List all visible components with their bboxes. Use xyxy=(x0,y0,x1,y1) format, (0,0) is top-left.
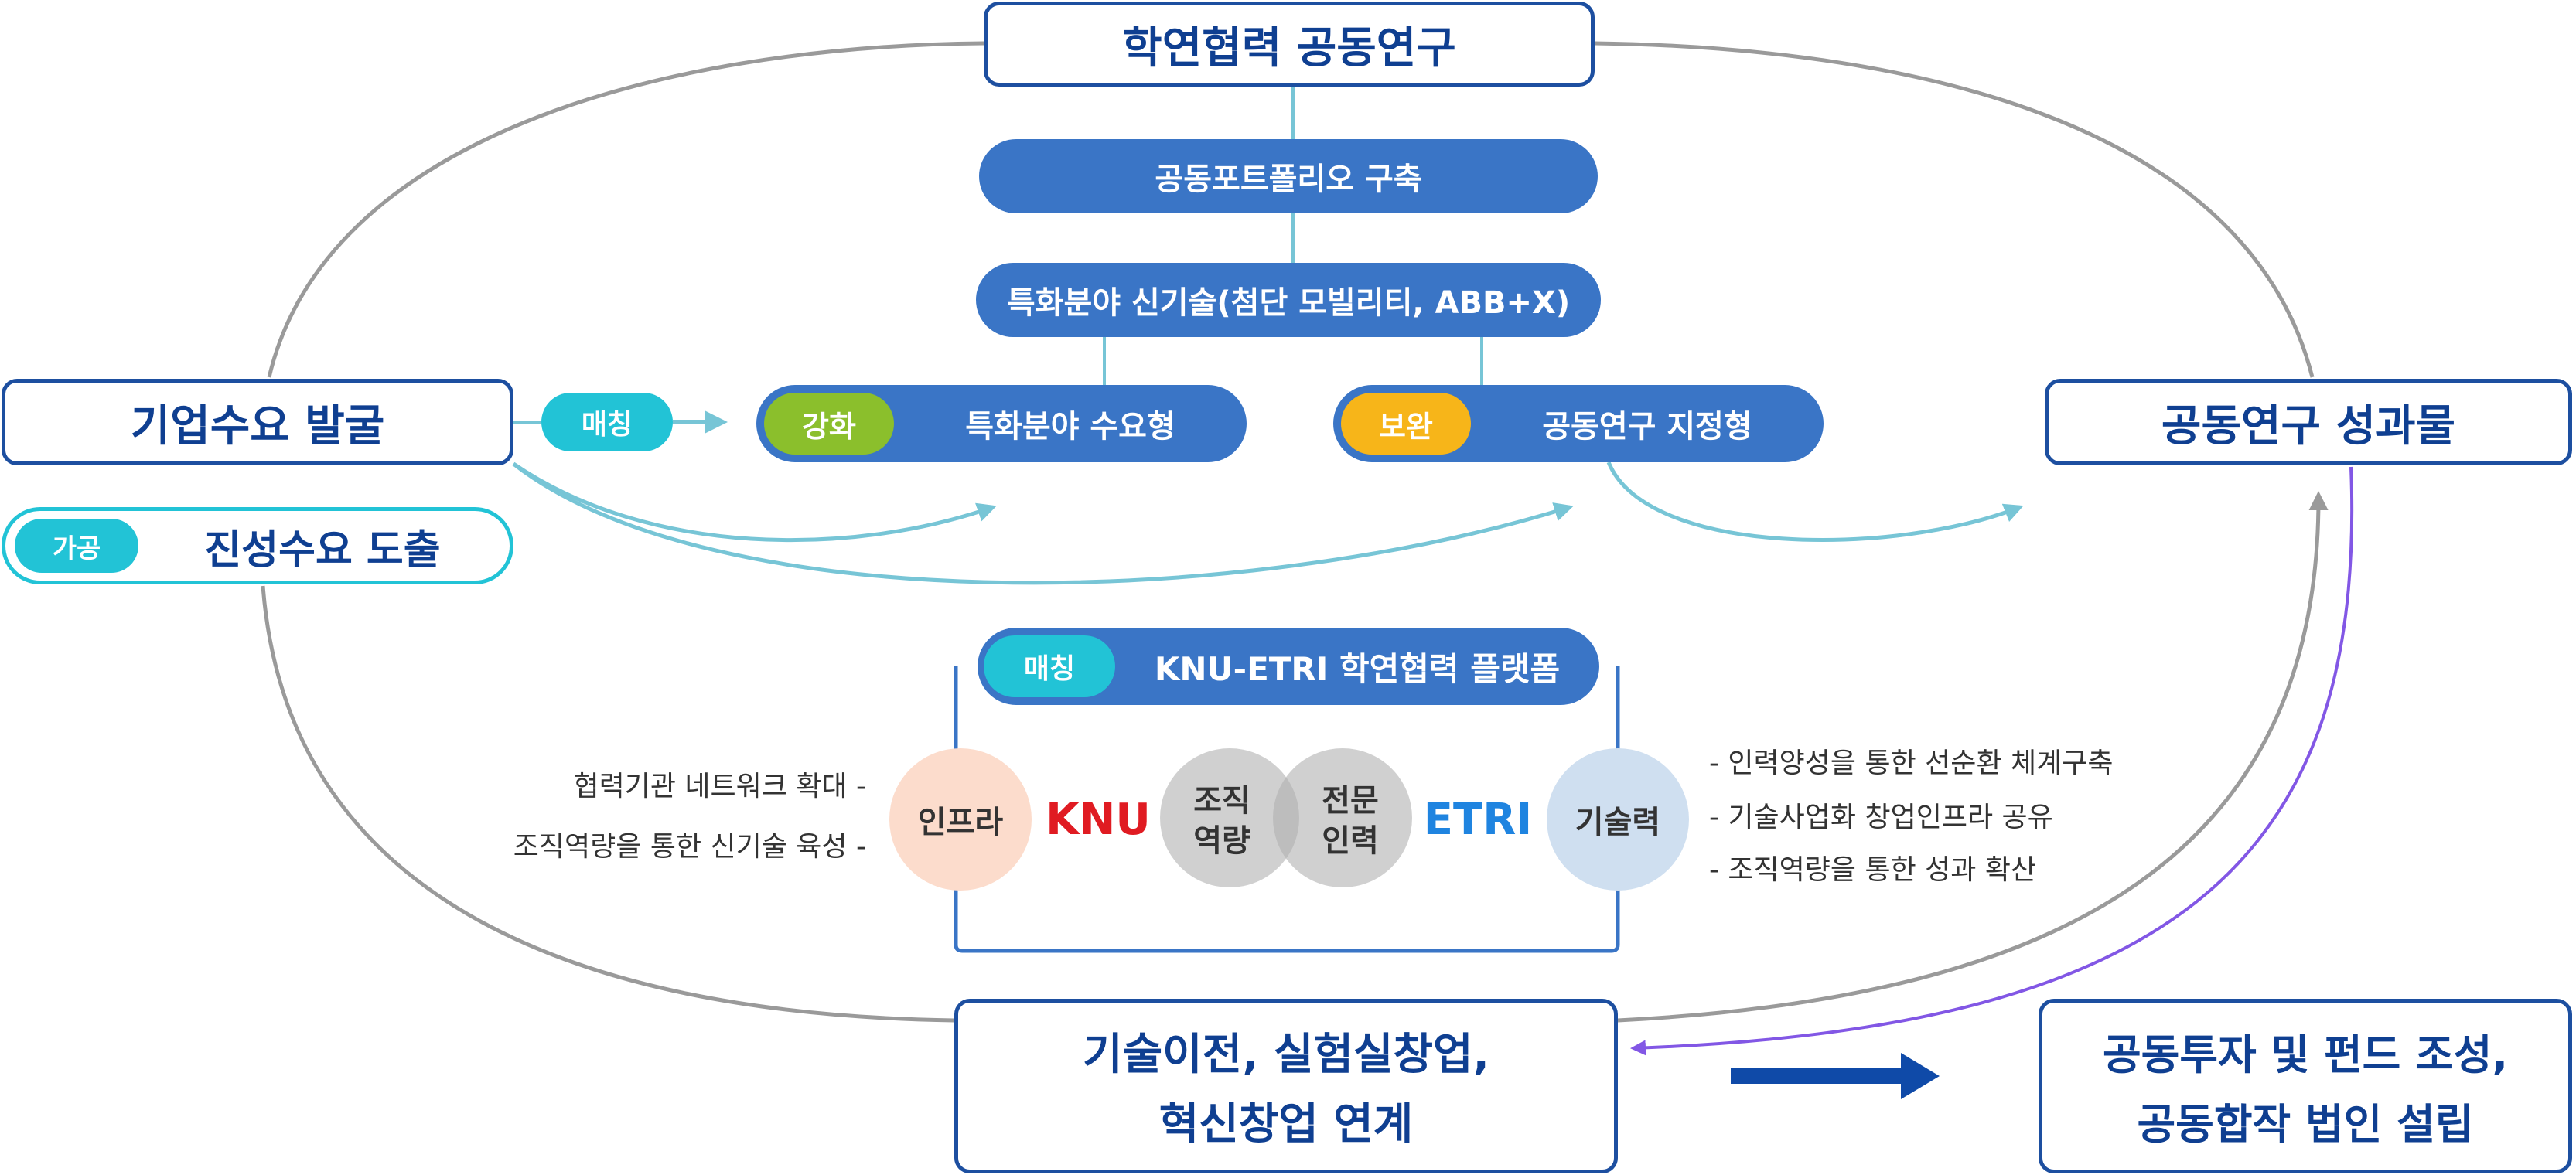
tech-label: 기술력 xyxy=(1575,805,1661,840)
right-box-research-outcome: 공동연구 성과물 xyxy=(2045,379,2572,465)
reinforce-tag: 강화 xyxy=(764,393,894,455)
platform-header-pill: 매칭 KNU-ETRI 학연협력 플랫폼 xyxy=(978,628,1599,705)
reinforce-label-wrap: 특화분야 수요형 xyxy=(900,385,1240,462)
platform-match-tag-label: 매칭 xyxy=(1023,653,1076,685)
left-box-demand-discovery: 기업수요 발굴 xyxy=(2,379,513,465)
etri-label-wrap: ETRI xyxy=(1420,788,1536,850)
platform-note-left-2-wrap: 조직역량을 통한 신기술 육성 - xyxy=(418,833,866,864)
specialized-label: 특화분야 신기술(첨단 모빌리티, ABB+X) xyxy=(1006,285,1571,321)
reinforce-label: 특화분야 수요형 xyxy=(965,409,1175,444)
knu-label: KNU xyxy=(1046,794,1151,845)
joint-investment-line1: 공동투자 및 펀드 조성, xyxy=(2102,1030,2509,1079)
org-line1-wrap: 조직 xyxy=(1160,778,1284,819)
expert-line2: 인력 xyxy=(1322,823,1379,859)
tech-transfer-line1-wrap: 기술이전, 실험실창업, xyxy=(958,1020,1614,1081)
left-box-label: 기업수요 발굴 xyxy=(130,400,385,451)
org-line2: 역량 xyxy=(1193,823,1250,859)
navy-arrow xyxy=(1731,1053,1940,1099)
expert-line1: 전문 xyxy=(1322,783,1379,819)
match-tag-label: 매칭 xyxy=(581,409,633,441)
portfolio-label: 공동포트폴리오 구축 xyxy=(1155,162,1422,197)
genuine-demand-label-wrap: 진성수요 도출 xyxy=(152,511,493,581)
right-box-label: 공동연구 성과물 xyxy=(2161,400,2456,451)
tech-transfer-line1: 기술이전, 실험실창업, xyxy=(1083,1029,1489,1080)
platform-note-left-2: 조직역량을 통한 신기술 육성 - xyxy=(513,831,866,863)
platform-frame xyxy=(954,666,1620,953)
left-sub-box: 가공 진성수요 도출 xyxy=(2,507,513,584)
supplement-label-wrap: 공동연구 지정형 xyxy=(1477,385,1817,462)
platform-note-right-3-wrap: - 조직역량을 통한 성과 확산 xyxy=(1709,857,2204,887)
match-tag: 매칭 xyxy=(541,393,673,451)
loop-bottom-left xyxy=(261,585,955,1023)
genuine-demand-label: 진성수요 도출 xyxy=(204,526,441,574)
platform-note-right-3: - 조직역량을 통한 성과 확산 xyxy=(1709,854,2037,886)
loop-bottom-right xyxy=(1617,491,2329,1023)
supplement-tag-label: 보완 xyxy=(1379,409,1433,444)
org-line1: 조직 xyxy=(1193,783,1250,819)
expert-line2-wrap: 인력 xyxy=(1288,818,1412,859)
expert-personnel-circle: 전문 인력 xyxy=(1273,748,1412,887)
curve-to-reinforce xyxy=(512,461,997,543)
loop-top-right xyxy=(1594,41,2315,378)
joint-investment-box: 공동투자 및 펀드 조성, 공동합작 법인 설립 xyxy=(2039,999,2572,1173)
joint-investment-line1-wrap: 공동투자 및 펀드 조성, xyxy=(2042,1020,2568,1081)
tech-capability-circle: 기술력 xyxy=(1547,748,1689,891)
processing-tag-label: 가공 xyxy=(52,533,101,564)
specialized-tech-pill: 특화분야 신기술(첨단 모빌리티, ABB+X) xyxy=(976,263,1601,337)
portfolio-pill: 공동포트폴리오 구축 xyxy=(979,139,1598,213)
supplement-label: 공동연구 지정형 xyxy=(1542,409,1752,444)
platform-note-left-1-wrap: 협력기관 네트워크 확대 - xyxy=(418,773,866,804)
platform-note-right-1: - 인력양성을 통한 선순환 체계구축 xyxy=(1709,748,2114,779)
knu-label-wrap: KNU xyxy=(1044,788,1152,850)
supplement-pill: 보완 공동연구 지정형 xyxy=(1333,385,1824,462)
org-line2-wrap: 역량 xyxy=(1160,818,1284,859)
tech-transfer-line2-wrap: 혁신창업 연계 xyxy=(958,1089,1614,1151)
etri-label: ETRI xyxy=(1423,794,1533,845)
curve-to-supplement xyxy=(512,462,1574,585)
platform-note-right-2-wrap: - 기술사업화 창업인프라 공유 xyxy=(1709,804,2204,835)
reinforce-pill: 강화 특화분야 수요형 xyxy=(756,385,1247,462)
loop-top-left xyxy=(267,41,984,378)
platform-title: KNU-ETRI 학연협력 플랫폼 xyxy=(1154,649,1561,688)
joint-investment-line2-wrap: 공동합작 법인 설립 xyxy=(2042,1089,2568,1151)
joint-investment-line2: 공동합작 법인 설립 xyxy=(2137,1099,2474,1149)
platform-note-left-1: 협력기관 네트워크 확대 - xyxy=(573,771,866,802)
top-box-label: 학연협력 공동연구 xyxy=(1122,22,1456,73)
platform-note-right-2: - 기술사업화 창업인프라 공유 xyxy=(1709,802,2053,833)
top-box-joint-research: 학연협력 공동연구 xyxy=(984,2,1595,87)
infra-label: 인프라 xyxy=(917,805,1004,840)
tech-transfer-box: 기술이전, 실험실창업, 혁신창업 연계 xyxy=(954,999,1618,1173)
processing-tag: 가공 xyxy=(15,519,138,573)
platform-match-tag: 매칭 xyxy=(984,635,1115,697)
outcome-to-tech-transfer xyxy=(1630,466,2354,1056)
supplement-tag: 보완 xyxy=(1341,393,1471,455)
tech-transfer-line2: 혁신창업 연계 xyxy=(1158,1098,1414,1149)
platform-note-right-1-wrap: - 인력양성을 통한 선순환 체계구축 xyxy=(1709,750,2204,781)
platform-title-wrap: KNU-ETRI 학연협력 플랫폼 xyxy=(1121,628,1593,705)
infra-circle: 인프라 xyxy=(889,748,1032,891)
reinforce-tag-label: 강화 xyxy=(802,409,856,444)
expert-line1-wrap: 전문 xyxy=(1288,778,1412,819)
curve-to-outcome xyxy=(1606,461,2024,542)
